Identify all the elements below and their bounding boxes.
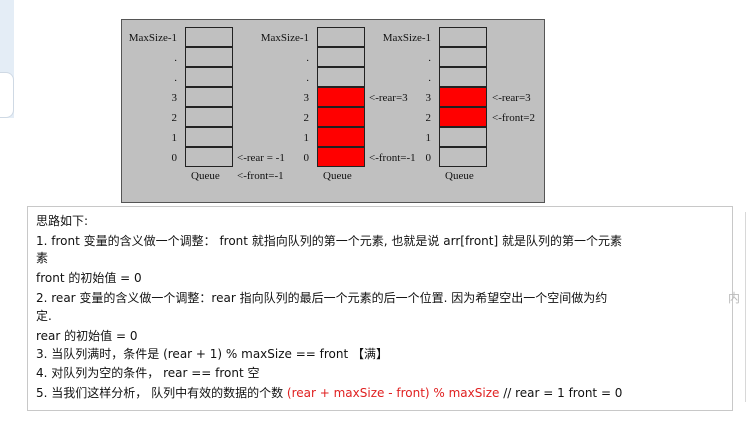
notes-line-6: 4. 对队列为空的条件， rear == front 空 (36, 366, 260, 380)
queue-2-index-label: 0 (303, 152, 310, 164)
queue-2-slot (317, 67, 365, 87)
left-edge-tab (0, 72, 14, 118)
queue-2-index-label: 3 (303, 92, 310, 104)
queue-3-slot (439, 127, 487, 147)
queue-1-pointer-label: <-rear = -1 (237, 152, 285, 164)
queue-3-slot (439, 67, 487, 87)
queue-1-index-label: 0 (171, 152, 178, 164)
notes-box (27, 206, 733, 411)
queue-2-slot (317, 47, 365, 67)
ghost-text: 内 (728, 291, 741, 305)
notes-line-7: 5. 当我们这样分析， 队列中有效的数据的个数 (rear + maxSize … (36, 385, 622, 401)
queue-3-index-label: 2 (425, 112, 432, 124)
queue-3-pointer-label: <-front=2 (492, 112, 535, 124)
queue-3-index-label: 1 (425, 132, 432, 144)
queue-1-index-label: 3 (171, 92, 178, 104)
queue-1-index-label: . (174, 52, 177, 64)
queue-3-slot (439, 107, 487, 127)
notes-line-2: front 的初始值 = 0 (36, 271, 142, 285)
queue-1-index-label: 1 (171, 132, 178, 144)
queue-1-slot (185, 27, 233, 47)
queue-2-slot (317, 127, 365, 147)
queue-3-slot (439, 47, 487, 67)
queue-2-slot (317, 87, 365, 107)
notes-line-1: 1. front 变量的含义做一个调整： front 就指向队列的第一个元素, … (36, 234, 622, 248)
queue-1-slot (185, 67, 233, 87)
queue-3-index-label: 3 (425, 92, 432, 104)
queue-2-slot (317, 147, 365, 167)
queue-1-caption: Queue (191, 170, 220, 182)
queue-3-index-label: . (428, 52, 431, 64)
queue-3-slot (439, 147, 487, 167)
notes-line-5: 3. 当队列满时，条件是 (rear + 1) % maxSize == fro… (36, 347, 389, 361)
right-divider (745, 212, 746, 402)
queue-1-slot (185, 107, 233, 127)
queue-1-index-label: . (174, 72, 177, 84)
notes-line-3-cont: 定. (36, 309, 52, 323)
queue-1-pointer-label: <-front=-1 (237, 170, 284, 182)
queue-1-index-label: 2 (171, 112, 178, 124)
queue-2-slot (317, 27, 365, 47)
queue-2-index-label: . (306, 72, 309, 84)
notes-line-7-prefix: 5. 当我们这样分析， 队列中有效的数据的个数 (36, 386, 287, 400)
queue-2-index-label: 2 (303, 112, 310, 124)
queue-2-index-label: MaxSize-1 (260, 32, 309, 44)
notes-line-3: 2. rear 变量的含义做一个调整：rear 指向队列的最后一个元素的后一个位… (36, 291, 608, 305)
queue-1-slot (185, 147, 233, 167)
queue-1-index-label: MaxSize-1 (128, 32, 177, 44)
queue-2-caption: Queue (323, 170, 352, 182)
queue-3-slot (439, 27, 487, 47)
queue-3-index-label: 0 (425, 152, 432, 164)
queue-3-index-label: . (428, 72, 431, 84)
left-edge-strip (0, 0, 14, 118)
queue-3-pointer-label: <-rear=3 (492, 92, 531, 104)
notes-line-1-cont: 素 (36, 251, 49, 265)
queue-2-slot (317, 107, 365, 127)
queue-2-index-label: 1 (303, 132, 310, 144)
queue-1-slot (185, 127, 233, 147)
queue-3-slot (439, 87, 487, 107)
queue-3-index-label: MaxSize-1 (382, 32, 431, 44)
queue-1-slot (185, 87, 233, 107)
notes-line-7-formula: (rear + maxSize - front) % maxSize (286, 386, 500, 400)
queue-1-slot (185, 47, 233, 67)
queue-2-pointer-label: <-rear=3 (369, 92, 408, 104)
notes-line-7-comment: // rear = 1 front = 0 (499, 386, 623, 400)
notes-line-4: rear 的初始值 = 0 (36, 329, 138, 343)
queue-2-pointer-label: <-front=-1 (369, 152, 416, 164)
notes-heading: 思路如下: (36, 214, 89, 228)
queue-3-caption: Queue (445, 170, 474, 182)
queue-2-index-label: . (306, 52, 309, 64)
